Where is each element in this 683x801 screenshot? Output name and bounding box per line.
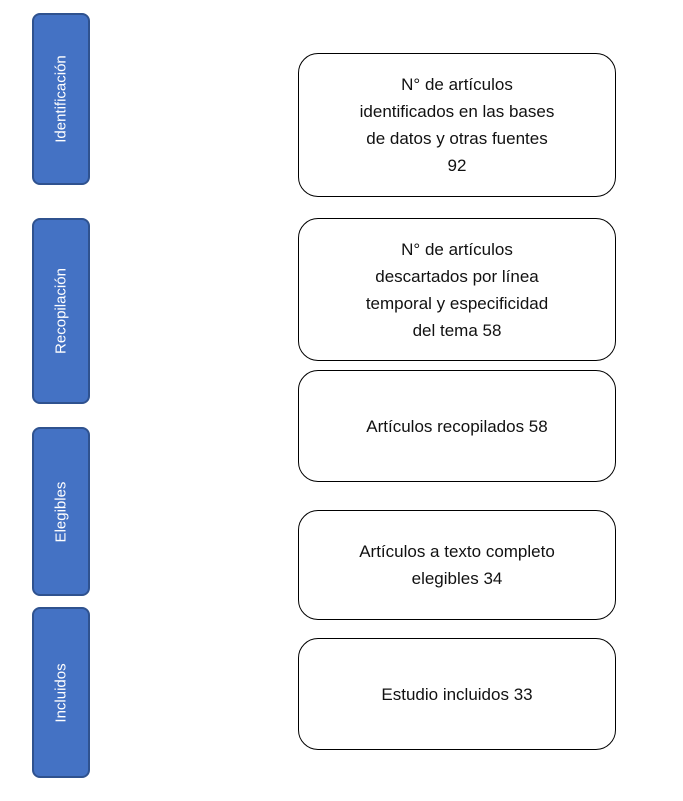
box-incluidos: Estudio incluidos 33: [298, 638, 616, 750]
box-elegibles: Artículos a texto completo elegibles 34: [298, 510, 616, 620]
box-text: Artículos a texto completo elegibles 34: [359, 538, 555, 592]
stage-label: Elegibles: [52, 481, 70, 542]
box-line: de datos y otras fuentes: [366, 129, 548, 148]
box-text: N° de artículos descartados por línea te…: [366, 236, 548, 344]
box-line: descartados por línea: [375, 266, 539, 286]
box-descartados: N° de artículos descartados por línea te…: [298, 218, 616, 361]
stage-identificacion: Identificación: [32, 13, 90, 185]
stage-recopilacion: Recopilación: [32, 218, 90, 404]
stage-label: Identificación: [52, 55, 70, 143]
box-text: Estudio incluidos 33: [381, 681, 532, 708]
box-line: N° de artículos: [401, 75, 513, 94]
stage-label: Recopilación: [52, 268, 70, 354]
stage-label: Incluidos: [52, 662, 70, 723]
stage-incluidos: Incluidos: [32, 607, 90, 778]
box-text: Artículos recopilados 58: [366, 413, 547, 440]
box-line: 92: [447, 156, 467, 175]
box-text: N° de artículos identificados en las bas…: [360, 71, 555, 179]
box-line: del tema 58: [412, 320, 502, 340]
box-line: temporal y especificidad: [365, 293, 549, 313]
box-line: elegibles 34: [411, 569, 503, 588]
box-line: Artículos recopilados 58: [366, 416, 548, 436]
box-line: Artículos a texto completo: [359, 542, 555, 561]
box-identificados: N° de artículos identificados en las bas…: [298, 53, 616, 197]
box-recopilados: Artículos recopilados 58: [298, 370, 616, 482]
box-line: Estudio incluidos 33: [381, 684, 533, 704]
box-line: identificados en las bases: [359, 102, 555, 121]
box-line: N° de artículos: [401, 239, 513, 259]
stage-elegibles: Elegibles: [32, 427, 90, 596]
